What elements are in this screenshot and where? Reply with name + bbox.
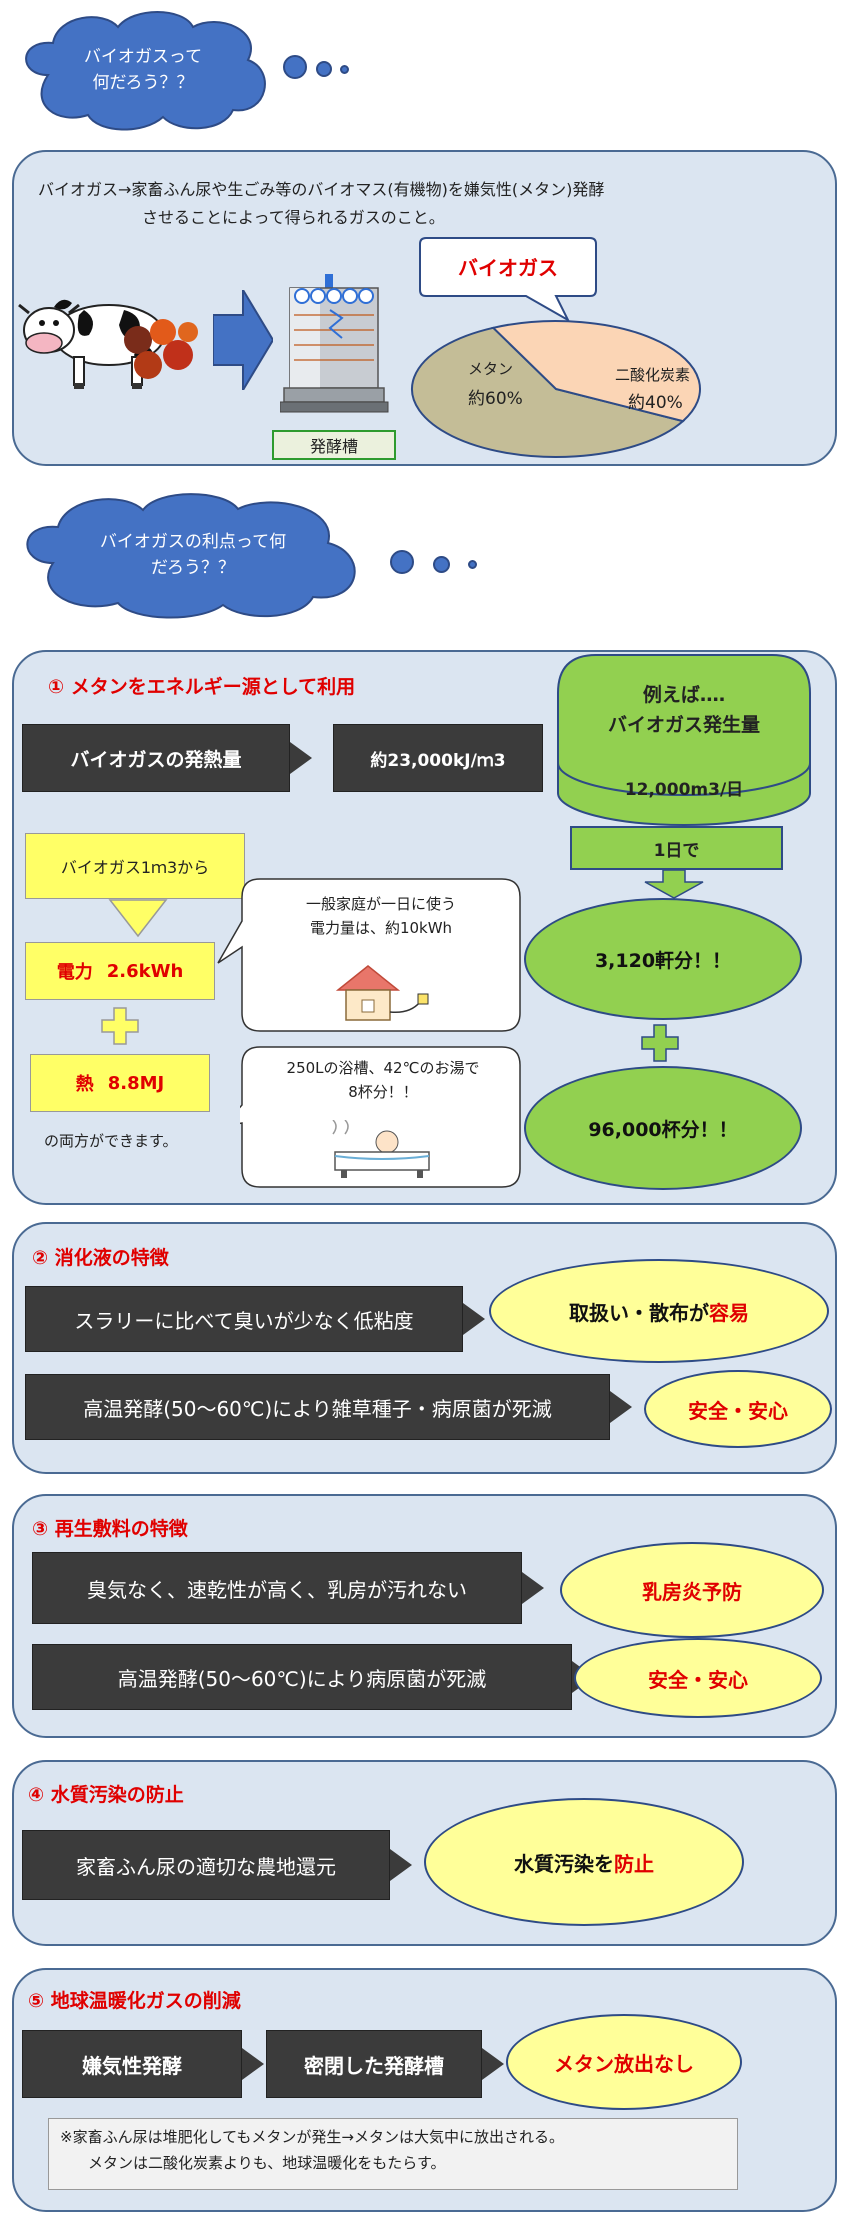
baths-result: 96,000杯分！！ [524,1066,802,1190]
section-2-title: ② 消化液の特徴 [32,1247,169,1269]
house-icon [330,960,440,1025]
example-title-2: バイオガス発生量 [607,714,760,736]
biogas-callout-text: バイオガス [458,255,558,280]
heat-value: 8.8MJ [107,1072,165,1094]
heat-value-label-box: バイオガスの発熱量 [22,724,290,792]
intro-line-1: バイオガス→家畜ふん尿や生ごみ等のバイオマス(有機物)を嫌気性(メタン)発酵 [38,180,605,199]
fermentation-tank-icon [279,270,390,430]
section-4-title: ④ 水質汚染の防止 [28,1784,184,1806]
water-result-b: 防止 [614,1851,654,1876]
plus-icon [640,1023,680,1063]
cloud-2-text: バイオガスの利点って何 だろう？？ [99,532,287,578]
cloud-shape [26,493,356,619]
arrow-right-icon [610,1391,632,1423]
section-1-title: ① メタンをエネルギー源として利用 [48,676,356,698]
bath-bubble-text: 250Lの浴槽、42℃のお湯で 8杯分！！ [286,1059,480,1101]
bedding-result-1: 乳房炎予防 [560,1542,824,1638]
down-arrow-icon [643,869,705,900]
thought-dot [390,550,414,574]
digestate-result-1-a: 取扱い・散布が [569,1300,709,1325]
heat-value-box: 約23,000kJ/ｍ3 [333,724,543,792]
bath-icon [325,1119,435,1182]
biogas-volume-cylinder [556,653,812,831]
bedding-row-2: 高温発酵(50～60℃)により病原菌が死滅 [32,1644,572,1710]
digestate-row-1: スラリーに比べて臭いが少なく低粘度 [25,1286,463,1352]
water-result: 水質汚染を防止 [424,1798,744,1926]
digestate-row-2: 高温発酵(50～60℃)により雑草種子・病原菌が死滅 [25,1374,610,1440]
water-result-a: 水質汚染を [514,1851,614,1876]
pie-value-co2: 約40% [628,393,683,413]
bedding-result-2: 安全・安心 [574,1638,822,1718]
both-text: の両方ができます。 [44,1132,178,1150]
arrow-right-icon [290,742,312,774]
ghg-note-line-1: ※家畜ふん尿は堆肥化してもメタンが発生→メタンは大気中に放出される。 [60,2128,564,2146]
example-title-1: 例えば‥‥ [642,684,726,706]
biogas-composition-pie [408,318,704,461]
household-bubble-text: 一般家庭が一日に使う 電力量は、約10kWh [305,895,456,937]
example-value: 12,000m3/日 [624,780,744,800]
arrow-right-icon [482,2048,504,2080]
pie-label-co2: 二酸化炭素 [615,366,691,384]
ghg-note-box [48,2118,738,2190]
tank-label: 発酵槽 [272,430,396,460]
section-3-title: ③ 再生敷料の特徴 [32,1518,188,1540]
pie-value-methane: 約60% [468,389,523,409]
flow-arrow-icon [212,286,275,394]
thought-dot [283,55,307,79]
intro-line-2: させることによって得られるガスのこと。 [142,208,445,227]
households-result: 3,120軒分！！ [524,898,802,1020]
bedding-row-1: 臭気なく、速乾性が高く、乳房が汚れない [32,1552,522,1624]
arrow-right-icon [522,1572,544,1604]
cloud-1-text: バイオガスって 何だろう？？ [83,47,203,93]
section-5-title: ⑤ 地球温暖化ガスの削減 [28,1990,241,2012]
thought-dot [433,556,450,573]
pie-slice-1 [491,320,701,423]
digestate-result-1: 取扱い・散布が容易 [489,1259,829,1363]
ghg-result: メタン放出なし [506,2014,742,2110]
arrow-right-icon [463,1303,485,1335]
ghg-box-2: 密閉した発酵槽 [266,2030,482,2098]
digestate-result-1-b: 容易 [709,1300,749,1325]
electricity-box: 電力 2.6kWh [25,942,215,1000]
plus-icon [100,1006,140,1046]
down-arrow-icon [108,898,168,938]
electricity-label: 電力 [56,962,93,983]
thought-dot [316,61,332,77]
digestate-result-2: 安全・安心 [644,1370,832,1448]
pie-slice-0 [411,326,686,458]
electricity-value: 2.6kWh [106,960,184,982]
question-cloud-1: バイオガスって 何だろう？？ [8,5,278,135]
ghg-box-1: 嫌気性発酵 [22,2030,242,2098]
bath-bubble [219,1045,522,1189]
per-m3-box: バイオガス1ｍ3から [25,833,245,899]
ghg-note-line-2: メタンは二酸化炭素よりも、地球温暖化をもたらす。 [88,2154,446,2172]
arrow-right-icon [390,1849,412,1881]
heat-box: 熱 8.8MJ [30,1054,210,1112]
heat-label: 熱 [75,1074,94,1095]
pie-label-methane: メタン [468,360,514,378]
household-bubble [216,877,522,1033]
pie-svg [411,320,701,458]
water-row-1: 家畜ふん尿の適切な農地還元 [22,1830,390,1900]
arrow-right-icon [242,2048,264,2080]
thought-dot [340,65,349,74]
per-day-box: 1日で [570,826,783,870]
biogas-callout: バイオガス [418,236,598,323]
question-cloud-2: バイオガスの利点って何 だろう？？ [8,485,378,625]
cloud-shape [25,11,266,131]
thought-dot [468,560,477,569]
food-waste-icon [118,310,208,385]
